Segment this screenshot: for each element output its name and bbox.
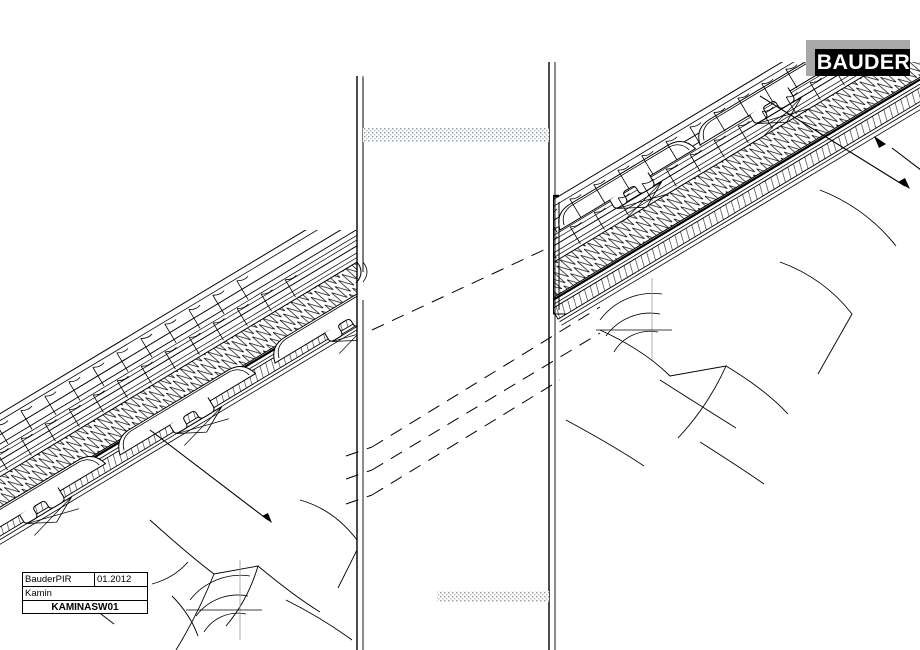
fixing-screw-lower bbox=[149, 429, 272, 523]
title-block-row-product: BauderPIR 01.2012 bbox=[23, 573, 147, 587]
chimney-flashing bbox=[553, 194, 559, 314]
title-block-detail-code: KAMINASW01 bbox=[51, 602, 119, 613]
projection-line-4 bbox=[371, 247, 549, 331]
projection-line-1 bbox=[371, 379, 561, 496]
title-block-date: 01.2012 bbox=[97, 574, 132, 585]
title-block-row-code: KAMINASW01 bbox=[23, 601, 147, 615]
fixing-screw-upper bbox=[874, 136, 920, 239]
title-block: BauderPIR 01.2012 Kamin KAMINASW01 bbox=[22, 572, 148, 614]
logo-plate bbox=[815, 49, 910, 76]
title-block-product: BauderPIR bbox=[23, 573, 95, 586]
projection-lines-left bbox=[345, 446, 373, 505]
logo-wordmark: BAUDER bbox=[816, 51, 911, 74]
projection-line-2 bbox=[371, 332, 601, 471]
title-block-detail-name: Kamin bbox=[25, 588, 52, 599]
fixing-screw-upper-2 bbox=[759, 95, 910, 189]
chimney-shaft bbox=[356, 62, 556, 650]
logo-bracket-top bbox=[806, 40, 910, 49]
lower-left-roof-section bbox=[0, 230, 357, 650]
projection-line-3 bbox=[371, 306, 601, 448]
upper-right-roof-section bbox=[553, 62, 920, 485]
bauder-logo: BAUDER bbox=[806, 40, 910, 76]
title-block-row-detail: Kamin bbox=[23, 587, 147, 601]
chimney-render-band-bottom bbox=[437, 591, 549, 602]
logo-bracket-left bbox=[806, 40, 815, 76]
projection-lines bbox=[371, 247, 601, 496]
chimney-render-band-top bbox=[363, 128, 549, 142]
